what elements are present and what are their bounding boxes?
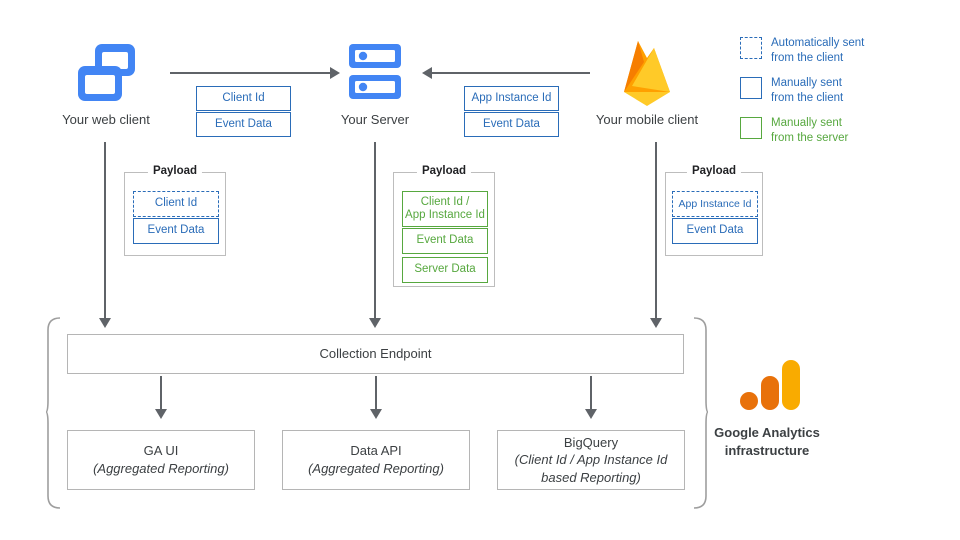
google-analytics-logo: [740, 358, 802, 425]
payload-item-client-id: Client Id: [133, 191, 219, 217]
web-windows-icon: [72, 38, 140, 111]
output-title: Data API: [350, 443, 402, 459]
arrow-web-to-endpoint-line: [104, 142, 106, 320]
arrow-endpoint-to-bigquery-head: [585, 409, 597, 419]
payload-server: Payload Client Id / App Instance Id Even…: [393, 165, 495, 287]
server-rack-icon: [347, 42, 403, 109]
arrow-mobile-to-server-head: [422, 67, 432, 79]
payload-item-event-data: Event Data: [672, 218, 758, 244]
legend-line-2: from the client: [771, 52, 844, 65]
payload-web-client: Payload Client Id Event Data: [124, 165, 226, 256]
infrastructure-caption: Google Analytics infrastructure: [687, 424, 847, 459]
legend-swatch-dashed-blue: [740, 37, 762, 59]
legend-line-1: Manually sent: [771, 77, 842, 89]
chip-event-data-mobile: Event Data: [464, 112, 559, 137]
infrastructure-bracket: [45, 317, 709, 509]
arrow-mobile-to-endpoint-head: [650, 318, 662, 328]
arrow-web-to-server-head: [330, 67, 340, 79]
payload-title: Payload: [686, 165, 742, 177]
arrow-endpoint-to-bigquery-line: [590, 376, 592, 412]
payload-title: Payload: [147, 165, 203, 177]
legend-line-1: Manually sent: [771, 117, 842, 129]
output-title: GA UI: [143, 443, 179, 459]
legend-line-1: Automatically sent: [771, 37, 865, 49]
legend-item-auto-client: Automatically sent from the client: [740, 36, 864, 66]
output-box-data-api: Data API (Aggregated Reporting): [282, 430, 470, 490]
node-label-mobile-client: Your mobile client: [595, 112, 699, 127]
legend-label-manual-client: Manually sent from the client: [771, 76, 843, 106]
legend-item-manual-client: Manually sent from the client: [740, 76, 843, 106]
arrow-mobile-to-endpoint-line: [655, 142, 657, 320]
chip-event-data-web: Event Data: [196, 112, 291, 137]
chip-client-id: Client Id: [196, 86, 291, 111]
collection-endpoint-box: Collection Endpoint: [67, 334, 684, 374]
output-subtitle-line-1: (Client Id / App Instance Id: [514, 452, 668, 468]
legend-label-manual-server: Manually sent from the server: [771, 116, 848, 146]
legend-swatch-solid-blue: [740, 77, 762, 99]
legend-label-auto-client: Automatically sent from the client: [771, 36, 864, 66]
node-label-server: Your Server: [340, 112, 410, 127]
payload-mobile-client: Payload App Instance Id Event Data: [665, 165, 763, 256]
output-subtitle: (Aggregated Reporting): [93, 461, 229, 476]
arrow-endpoint-to-data-api-line: [375, 376, 377, 412]
chip-app-instance-id: App Instance Id: [464, 86, 559, 111]
collection-endpoint-label: Collection Endpoint: [319, 346, 432, 362]
arrow-web-to-endpoint-head: [99, 318, 111, 328]
payload-item-event-data: Event Data: [133, 218, 219, 244]
arrow-web-to-server-line: [170, 72, 330, 74]
payload-item-line-2: App Instance Id: [405, 209, 485, 221]
arrow-mobile-to-server-line: [432, 72, 590, 74]
output-title: BigQuery: [563, 434, 619, 450]
arrow-server-to-endpoint-line: [374, 142, 376, 320]
output-box-bigquery: BigQuery (Client Id / App Instance Id ba…: [497, 430, 685, 490]
output-subtitle: (Aggregated Reporting): [308, 461, 444, 476]
infrastructure-caption-line-2: infrastructure: [724, 442, 810, 458]
payload-item-client-or-app-instance-id: Client Id / App Instance Id: [402, 191, 488, 227]
infrastructure-caption-line-1: Google Analytics: [714, 425, 820, 440]
arrow-endpoint-to-data-api-head: [370, 409, 382, 419]
payload-item-server-data: Server Data: [402, 257, 488, 283]
arrow-endpoint-to-ga-ui-line: [160, 376, 162, 412]
node-label-web-client: Your web client: [62, 112, 150, 127]
payload-item-line-1: Client Id /: [420, 195, 470, 208]
legend-line-2: from the server: [771, 132, 849, 145]
payload-item-event-data: Event Data: [402, 228, 488, 254]
payload-item-app-instance-id: App Instance Id: [672, 191, 758, 217]
legend-swatch-solid-green: [740, 117, 762, 139]
arrow-endpoint-to-ga-ui-head: [155, 409, 167, 419]
output-box-ga-ui: GA UI (Aggregated Reporting): [67, 430, 255, 490]
legend-item-manual-server: Manually sent from the server: [740, 116, 848, 146]
legend-line-2: from the client: [771, 92, 844, 105]
firebase-flame-icon: [616, 36, 678, 113]
arrow-server-to-endpoint-head: [369, 318, 381, 328]
payload-title: Payload: [416, 165, 472, 177]
output-subtitle-line-2: based Reporting): [541, 469, 641, 485]
